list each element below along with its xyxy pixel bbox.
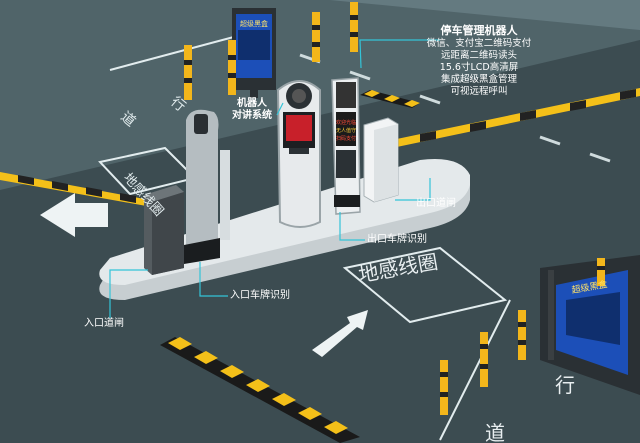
robot-description: 停车管理机器人 微信、支付宝二维码支付 远距离二维码读头 15.6寸LCD高清屏…: [404, 24, 554, 98]
bollard: [440, 360, 448, 415]
display-board-left: [232, 8, 276, 98]
kiosk-line-1: 欢迎光临: [336, 119, 356, 126]
left-display-text: 超级黑盒: [240, 19, 268, 28]
bollard: [228, 40, 236, 95]
robot-feature: 可视远程呼叫: [450, 86, 508, 97]
bollard: [518, 310, 526, 360]
lane-text-2: 道: [485, 421, 505, 443]
robot-talk-label: 机器人 对讲系统: [232, 98, 272, 122]
robot-feature: 集成超级黑盒管理: [440, 74, 517, 85]
entrance-plate-label: 入口车牌识别: [230, 290, 290, 301]
robot-feature: 远距离二维码读头: [440, 50, 517, 61]
robot-talk-label-line: 对讲系统: [232, 110, 272, 121]
kiosk-line-3: 扫码支付: [336, 135, 356, 142]
robot-feature: 15.6寸LCD高清屏: [439, 62, 519, 73]
exit-plate-label: 出口车牌识别: [367, 234, 427, 245]
bollard: [480, 332, 488, 387]
speed-bump-top: [360, 90, 420, 108]
bollard: [312, 12, 320, 62]
bollard-group: [184, 2, 605, 415]
ground-loop-right: [342, 246, 508, 324]
bollard: [184, 45, 192, 100]
left-arrow-marking: [40, 193, 108, 237]
entrance-barrier-boom: [0, 172, 152, 207]
callout-lines: [109, 39, 440, 318]
robot-feature: 微信、支付宝二维码支付: [426, 38, 532, 49]
robot-talk-label-line: 机器人: [237, 98, 267, 109]
camera-post-entrance: [184, 109, 230, 264]
bollard: [597, 258, 605, 286]
barrier-gate-entrance: [144, 185, 184, 275]
bollard: [350, 2, 358, 52]
speed-bump-bottom: [160, 337, 360, 443]
barrier-gate-exit: [363, 117, 399, 203]
top-road-strip: [170, 0, 640, 30]
entrance-gate-label: 入口道闸: [84, 318, 124, 329]
kiosk-line-2: 无人值守: [336, 127, 356, 134]
exit-barrier-boom: [392, 88, 640, 148]
lane-border-right: [439, 299, 511, 441]
robot-description-title: 停车管理机器人: [440, 24, 518, 37]
parking-robot: [276, 80, 321, 228]
display-board-right: [540, 255, 640, 395]
up-arrow-marking: [312, 310, 368, 357]
lane-text-1: 行: [555, 373, 575, 397]
display-kiosk: [331, 77, 361, 215]
exit-gate-label: 出口道闸: [416, 198, 456, 209]
